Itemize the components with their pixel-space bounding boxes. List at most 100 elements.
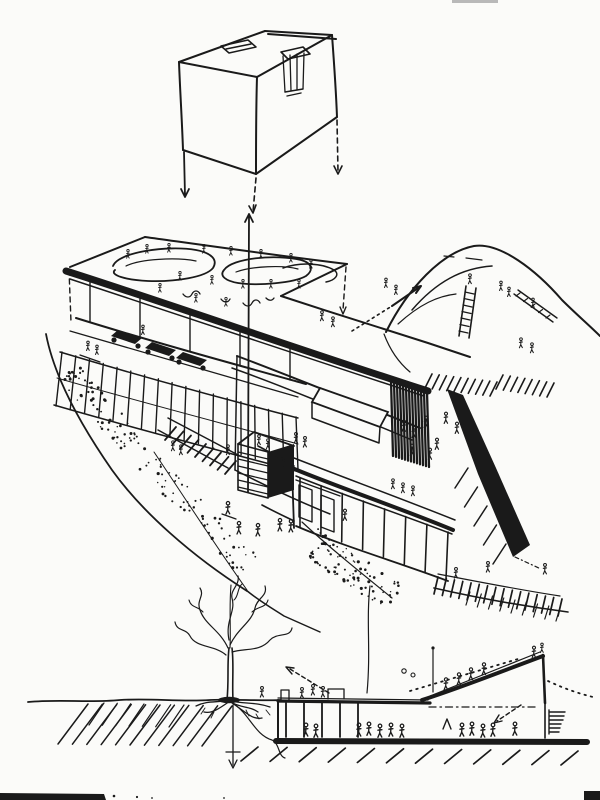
stipple-dot: [338, 554, 342, 557]
texture-stroke: [141, 703, 158, 727]
stipple-dot: [329, 553, 332, 556]
person-figure: [485, 560, 491, 573]
stipple-dot: [229, 554, 231, 557]
stipple-dot: [179, 505, 182, 509]
texture-stroke: [492, 543, 507, 565]
stipple-dot: [127, 422, 129, 425]
stipple-dot: [200, 522, 203, 524]
stipple-dot: [164, 494, 167, 498]
louver-core: [237, 431, 295, 499]
texture-stroke: [194, 443, 207, 458]
person-figure: [499, 280, 503, 291]
stipple-dot: [96, 386, 100, 390]
stipple-dot: [381, 585, 383, 588]
texture-stroke: [522, 297, 529, 303]
stipple-dot: [81, 370, 85, 373]
stipple-dot: [199, 498, 202, 501]
texture-stroke: [453, 376, 462, 393]
person-figure: [518, 337, 523, 349]
stipple-dot: [342, 551, 344, 553]
taproot-arrow-icon: [225, 704, 241, 769]
texture-layer: [55, 52, 579, 766]
texture-stroke: [404, 383, 410, 462]
texture-stroke: [460, 317, 471, 321]
stipple-dot: [161, 473, 164, 476]
skate-bowl: [221, 256, 312, 286]
stipple-dot: [232, 545, 236, 549]
texture-stroke: [422, 388, 428, 468]
stipple-dot: [175, 474, 178, 477]
stipple-dot: [337, 556, 339, 558]
person-figure: [288, 518, 294, 533]
texture-stroke: [487, 595, 494, 610]
stipple-dot: [183, 508, 186, 512]
dashed-down-arrow-icon: [333, 119, 343, 175]
stipple-dot: [326, 549, 329, 551]
down-arrow-icon: [180, 151, 190, 198]
stipple-dot: [203, 524, 206, 527]
texture-stroke: [454, 467, 469, 489]
texture-stroke: [462, 304, 473, 308]
tree: [174, 575, 293, 769]
stipple-dot: [161, 485, 164, 488]
texture-stroke: [298, 746, 318, 763]
stipple-dot: [317, 547, 320, 550]
stipple-dot: [218, 551, 222, 555]
stipple-dot: [311, 550, 314, 553]
stipple-dot: [155, 458, 157, 461]
texture-stroke: [216, 455, 230, 471]
texture-stroke: [538, 381, 548, 397]
stipple-dot: [192, 506, 196, 509]
stipple-dot: [311, 556, 315, 559]
person-figure: [145, 243, 149, 254]
stipple-dot: [370, 585, 373, 588]
exploded-volume: [178, 30, 338, 175]
stipple-dot: [343, 568, 346, 571]
stipple-dot: [213, 516, 217, 520]
person-figure: [529, 342, 534, 354]
stipple-dot: [225, 555, 228, 558]
texture-stroke: [169, 381, 173, 437]
stipple-dot: [174, 480, 176, 483]
person-figure: [313, 723, 319, 738]
stipple-dot: [353, 578, 356, 581]
stipple-dot: [373, 597, 376, 600]
texture-stroke: [186, 438, 200, 454]
texture-stroke: [237, 472, 269, 481]
stipple-dot: [156, 481, 159, 484]
texture-stroke: [524, 378, 533, 395]
texture-stroke: [482, 584, 489, 604]
texture-stroke: [465, 591, 471, 606]
texture-stroke: [461, 310, 472, 315]
stipple-dot: [133, 433, 136, 436]
texture-stroke: [395, 380, 401, 459]
stipple-dot: [310, 551, 314, 555]
texture-stroke: [129, 704, 161, 746]
stipple-dot: [123, 433, 126, 436]
figures-section-roof: [259, 683, 326, 699]
person-figure: [86, 340, 90, 351]
stipple-dot: [91, 390, 94, 394]
stipple-dot: [79, 371, 82, 374]
stipple-dot: [168, 471, 171, 474]
person-figure: [384, 277, 388, 288]
person-figure: [126, 248, 130, 259]
person-figure: [158, 282, 162, 293]
right-pavilion: [290, 389, 530, 582]
texture-stroke: [425, 389, 431, 469]
texture-stroke: [55, 351, 63, 407]
person-figure: [469, 721, 475, 736]
stipple-dot: [128, 437, 131, 439]
stipple-dot: [359, 586, 363, 590]
person-figure: [531, 645, 537, 658]
skate-bowl-partial: [282, 263, 338, 283]
stipple-dot: [78, 366, 82, 370]
stipple-dot: [171, 500, 174, 503]
stipple-dot: [172, 492, 175, 495]
texture-stroke: [289, 54, 292, 92]
stipple-dot: [107, 428, 110, 431]
stipple-dot: [164, 479, 167, 482]
figures-courtyard: [225, 500, 348, 537]
texture-stroke: [482, 380, 491, 396]
texture-stroke: [403, 515, 407, 565]
